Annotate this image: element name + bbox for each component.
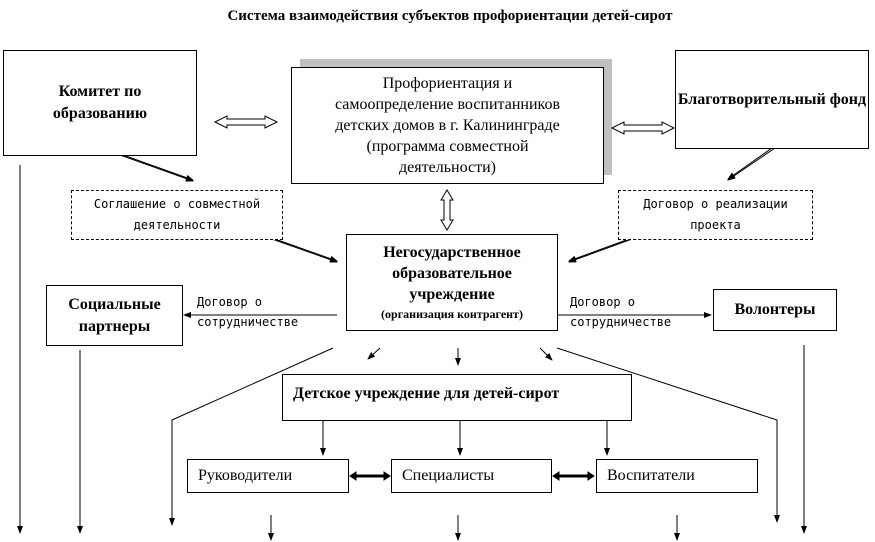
volunteers-label: Волонтеры	[734, 301, 816, 318]
committee-label: Комитет по образованию	[52, 83, 148, 122]
staff-label: Руководители	[198, 467, 293, 484]
contract-label: Договор о реализации проекта	[643, 197, 788, 232]
program-line: самоопределение воспитанников	[334, 96, 561, 113]
coop-left-label: Договор о сотрудничестве	[197, 295, 299, 329]
staff-box-specialists: Специалисты	[391, 459, 552, 493]
staff-box-managers: Руководители	[187, 459, 349, 493]
double-arrow-committee-program	[213, 115, 279, 129]
diagram-title: Система взаимодействия субъектов профори…	[227, 8, 673, 24]
double-arrow-program-fund	[610, 121, 676, 135]
double-arrow-program-ngo	[440, 189, 454, 231]
coop-right-label: Договор о сотрудничестве	[570, 295, 672, 329]
program-line: деятельности)	[399, 159, 496, 176]
fund-label: Благотворительный фонд	[677, 90, 867, 108]
social-label: Социальные партнеры	[68, 295, 161, 335]
program-line: Профориентация и	[382, 75, 513, 92]
volunteers-box: Волонтеры	[713, 289, 837, 331]
staff-box-educators: Воспитатели	[596, 459, 758, 493]
staff-label: Специалисты	[402, 467, 495, 484]
orphanage-box: Детское учреждение для детей-сирот	[282, 374, 632, 421]
double-arrow-staff-1	[349, 471, 391, 481]
committee-box: Комитет по образованию	[3, 50, 197, 156]
program-line: (программа совместной	[366, 138, 529, 155]
program-line: детских домов в г. Калининграде	[335, 117, 560, 134]
contract-box: Договор о реализации проекта	[618, 190, 813, 240]
agreement-box: Соглашение о совместной деятельности	[71, 190, 283, 240]
agreement-label: Соглашение о совместной деятельности	[93, 197, 261, 232]
ngo-title: Негосударственное образовательное учрежд…	[383, 244, 521, 303]
fund-box: Благотворительный фонд	[675, 50, 869, 149]
ngo-box: Негосударственное образовательное учрежд…	[346, 234, 558, 331]
double-arrow-staff-2	[552, 471, 595, 481]
orphanage-label: Детское учреждение для детей-сирот	[293, 384, 560, 402]
program-box: Профориентация и самоопределение воспитан…	[291, 67, 604, 184]
ngo-subtitle: (организация контрагент)	[381, 307, 523, 321]
staff-label: Воспитатели	[607, 467, 695, 484]
social-partners-box: Социальные партнеры	[46, 285, 183, 346]
